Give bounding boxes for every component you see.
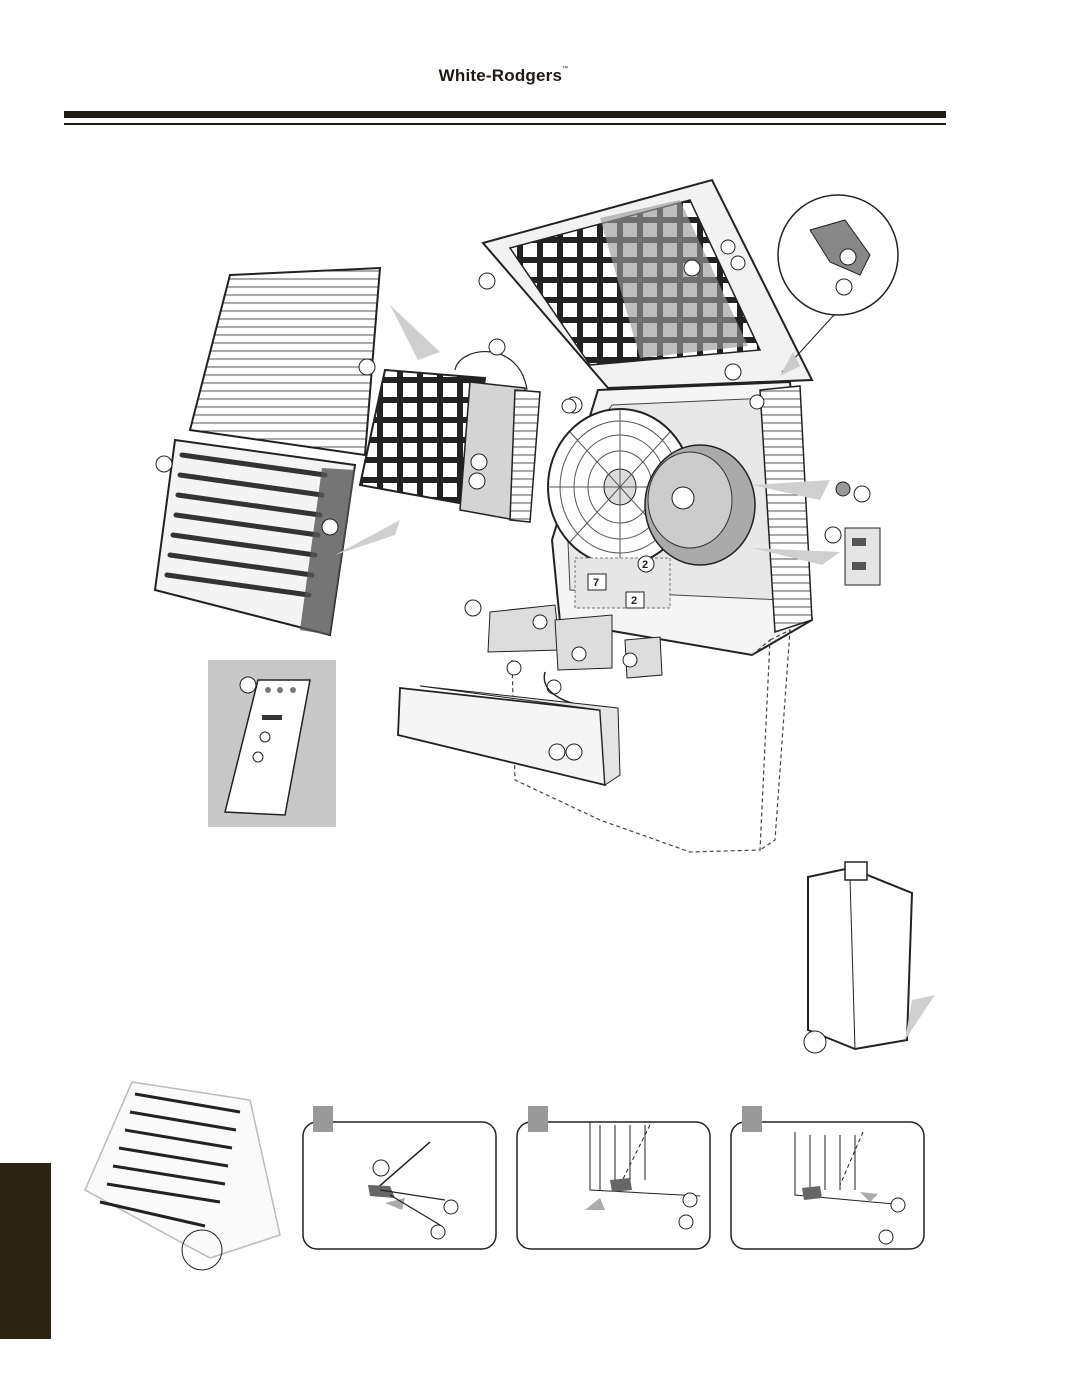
- brand-logo: White-Rodgers™: [0, 66, 1007, 86]
- callout-number: 7: [593, 577, 599, 589]
- step-panel-3: [730, 1106, 925, 1250]
- latch-detail-callout: [777, 194, 899, 376]
- remote-control-inset: [208, 660, 336, 827]
- water-tank: [803, 861, 935, 1054]
- header-rule-thick: [64, 111, 946, 118]
- side-connectors: [752, 480, 881, 586]
- humidifier-pad-frame: [153, 438, 400, 637]
- blower-wheel: [644, 444, 756, 566]
- header-rule-thin: [64, 123, 946, 125]
- front-slatted-cover: [188, 266, 440, 457]
- callout-number: 2: [631, 595, 637, 607]
- step-panel-2: [516, 1106, 711, 1250]
- circuit-boards: [464, 599, 663, 709]
- callout-number: 2: [642, 559, 648, 571]
- section-side-tab: [0, 1163, 51, 1339]
- pad-frame-detail: [84, 1081, 281, 1271]
- brand-name: White-Rodgers: [438, 66, 563, 85]
- control-board-area: 2 7 2: [574, 555, 671, 609]
- step-panel-1: [302, 1106, 497, 1250]
- top-filter-grille: [478, 178, 814, 390]
- trademark-mark: ™: [562, 66, 569, 72]
- front-bottom-panel: [397, 685, 621, 787]
- middle-filters: [358, 338, 541, 523]
